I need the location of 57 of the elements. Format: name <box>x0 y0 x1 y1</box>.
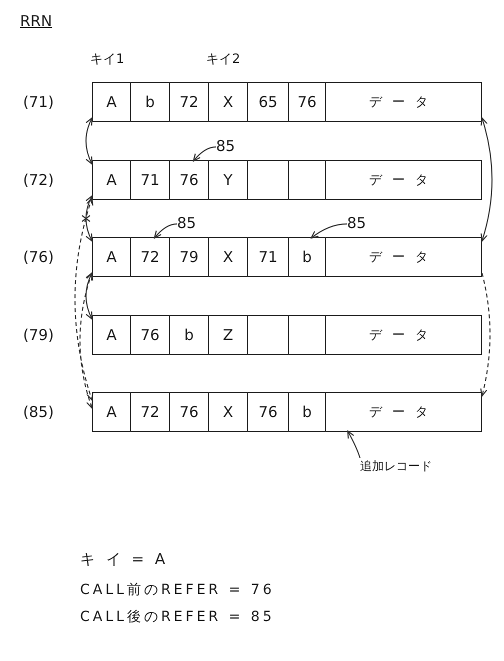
key-label: キイ1 <box>90 51 124 68</box>
key-field-cell: Y <box>209 161 248 199</box>
data-field-cell: データ <box>326 161 481 199</box>
key-field-cell: 72 <box>131 238 170 276</box>
link-arrow <box>85 272 93 320</box>
note-text: CALL前のREFER = 76 <box>80 581 275 599</box>
data-field-cell: データ <box>326 83 481 121</box>
key-field-cell: 76 <box>131 316 170 354</box>
column-heading: RRN <box>20 12 52 30</box>
link-arrow <box>480 117 493 242</box>
key-field-cell: A <box>93 161 131 199</box>
note-text: キ イ = A <box>80 550 168 569</box>
key-field-cell: 76 <box>248 393 289 431</box>
link-arrow <box>79 272 94 409</box>
data-field-cell: データ <box>326 238 481 276</box>
key-field-cell: A <box>93 83 131 121</box>
key-field-cell: 65 <box>248 83 289 121</box>
pointer-arrow <box>192 146 216 162</box>
key-field-cell: b <box>289 238 326 276</box>
record-number: (85) <box>23 403 54 421</box>
key-field-cell: X <box>209 83 248 121</box>
key-field-cell: b <box>131 83 170 121</box>
pointer-arrow <box>347 430 361 458</box>
key-field-cell: A <box>93 393 131 431</box>
key-field-cell: 72 <box>170 83 209 121</box>
key-field-cell: A <box>93 316 131 354</box>
key-field-cell: b <box>170 316 209 354</box>
key-label: キイ2 <box>206 51 240 68</box>
key-field-cell: 72 <box>131 393 170 431</box>
record-number: (79) <box>23 326 54 344</box>
pointer-arrow <box>310 223 348 239</box>
link-arrow <box>85 195 93 242</box>
key-field-cell: 76 <box>289 83 326 121</box>
key-field-cell: b <box>289 393 326 431</box>
key-field-cell: X <box>209 238 248 276</box>
link-arrow <box>480 272 491 397</box>
key-field-cell: A <box>93 238 131 276</box>
record-number: (72) <box>23 171 54 189</box>
record-number: (71) <box>23 93 54 111</box>
key-field-cell: Z <box>209 316 248 354</box>
annotation-text: 追加レコード <box>360 458 432 475</box>
key-field-cell: 71 <box>131 161 170 199</box>
pointer-value: 85 <box>177 214 196 232</box>
note-text: CALL後のREFER = 85 <box>80 608 275 626</box>
key-field-cell: 76 <box>170 393 209 431</box>
pointer-value: 85 <box>347 214 366 232</box>
data-field-cell: データ <box>326 316 481 354</box>
link-arrow <box>74 197 94 401</box>
pointer-value: 85 <box>216 137 236 155</box>
record-number: (76) <box>23 248 54 266</box>
key-field-cell: 71 <box>248 238 289 276</box>
link-arrow <box>85 117 93 165</box>
pointer-arrow <box>154 223 178 239</box>
data-field-cell: データ <box>326 393 481 431</box>
key-field-cell: 76 <box>170 161 209 199</box>
key-field-cell: 79 <box>170 238 209 276</box>
key-field-cell: X <box>209 393 248 431</box>
